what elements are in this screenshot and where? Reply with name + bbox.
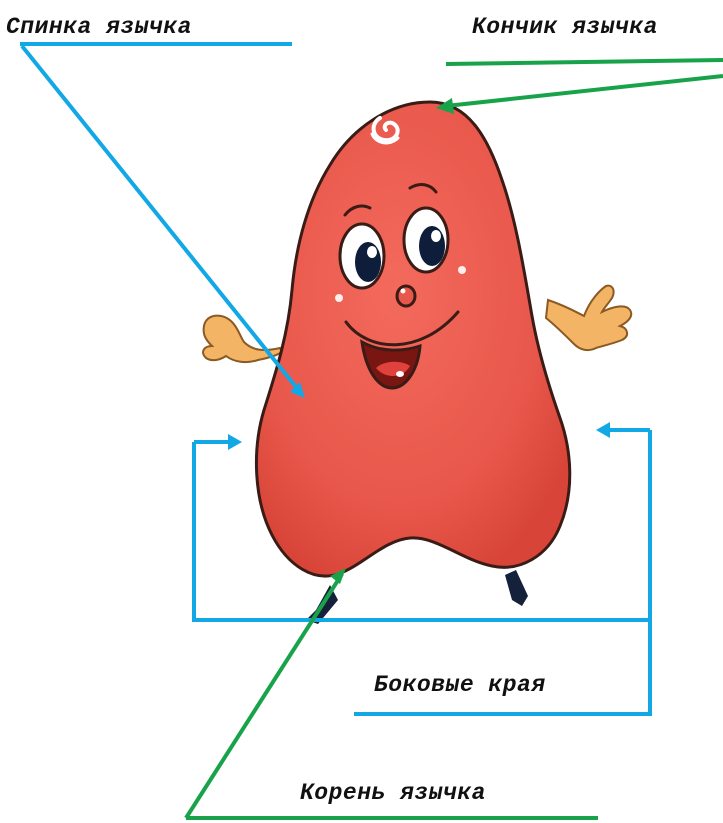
label-back-of-tongue: Спинка язычка xyxy=(6,14,192,40)
right-hand-icon xyxy=(546,286,631,350)
label-root-of-tongue: Корень язычка xyxy=(300,780,486,806)
label-side-edges: Боковые края xyxy=(374,672,546,698)
tip-pointer xyxy=(436,60,723,114)
tongue-mascot-icon xyxy=(256,102,569,576)
back-pointer xyxy=(20,44,305,398)
label-tip-of-tongue: Кончик язычка xyxy=(472,14,658,40)
